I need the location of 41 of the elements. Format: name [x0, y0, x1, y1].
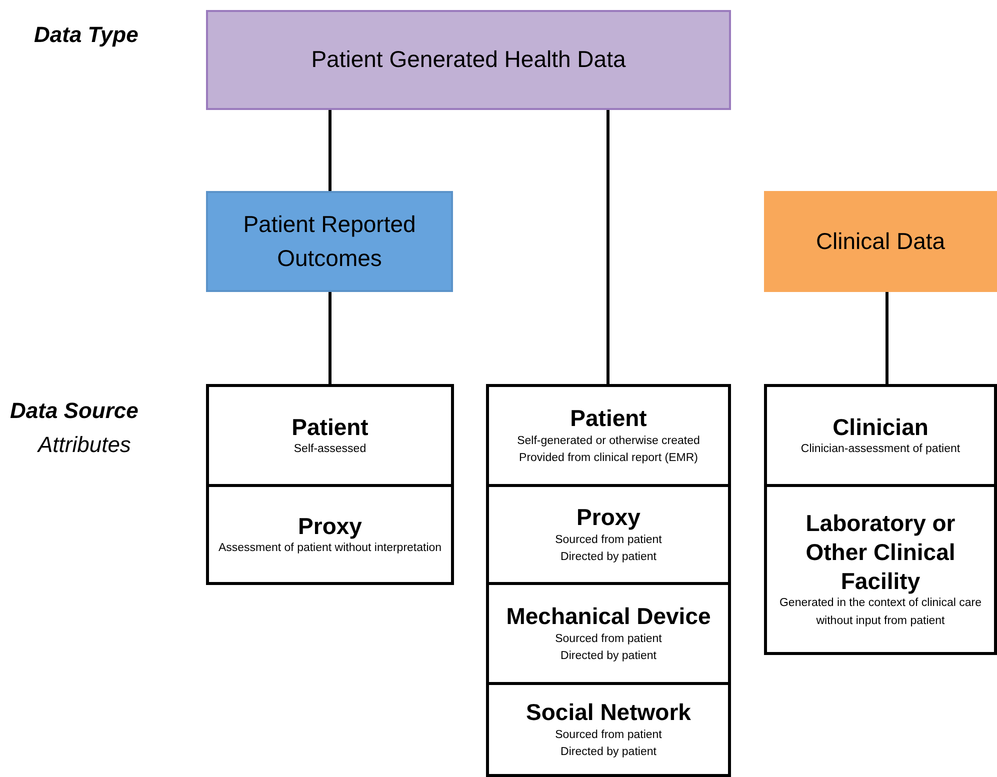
- source-description: Self-assessed: [294, 442, 366, 458]
- source-heading: Laboratory or Other Clinical Facility: [804, 509, 956, 596]
- data-type-box: [206, 10, 731, 110]
- source-box: [764, 484, 997, 655]
- data-type-box: [764, 191, 997, 292]
- box-title: Patient Generated Health Data: [311, 45, 626, 74]
- source-description: Clinician-assessment of patient: [800, 442, 960, 458]
- connector-line: [328, 110, 332, 191]
- source-description: Provided from clinical report (EMR): [519, 450, 698, 466]
- source-description: Generated in the context of clinical care without input from patient: [778, 596, 982, 629]
- source-box: [486, 682, 731, 777]
- source-description: Sourced from patient: [555, 532, 662, 548]
- source-description: Directed by patient: [560, 648, 656, 664]
- source-description: Sourced from patient: [555, 632, 662, 647]
- source-description: Sourced from patient: [555, 728, 662, 743]
- source-box: [206, 384, 454, 487]
- source-heading: Proxy: [576, 502, 640, 532]
- axis-label: Data Source: [10, 398, 138, 424]
- source-heading: Proxy: [298, 512, 362, 540]
- source-box: [486, 582, 731, 685]
- source-heading: Mechanical Device: [506, 602, 711, 631]
- connector-line: [328, 292, 332, 384]
- box-title: Clinical Data: [816, 226, 946, 256]
- data-type-box: [206, 191, 453, 292]
- source-box: [486, 484, 731, 585]
- source-description: Self-generated or otherwise created: [517, 434, 700, 449]
- source-heading: Patient: [292, 412, 368, 442]
- box-title: Patient Reported Outcomes: [242, 210, 417, 272]
- source-heading: Social Network: [526, 698, 691, 727]
- source-heading: Clinician: [832, 412, 928, 442]
- source-description: Directed by patient: [560, 744, 656, 760]
- source-description: Assessment of patient without interpretation: [218, 541, 442, 556]
- source-heading: Patient: [570, 404, 647, 433]
- source-box: [206, 484, 454, 585]
- source-description: Directed by patient: [560, 550, 656, 565]
- axis-label: Data Type: [34, 22, 138, 48]
- axis-sublabel: Attributes: [38, 432, 131, 458]
- connector-line: [606, 110, 610, 384]
- source-box: [764, 384, 997, 487]
- source-box: [486, 384, 731, 487]
- connector-line: [886, 292, 888, 384]
